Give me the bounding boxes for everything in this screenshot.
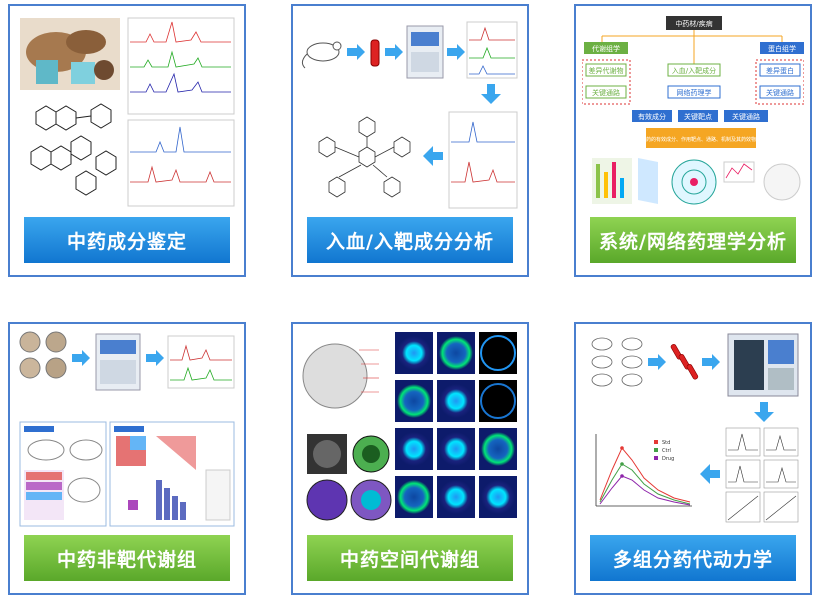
mouse-icon	[301, 41, 342, 69]
bottom-row-label: 有效成分	[638, 112, 666, 121]
summary-label: 揭示中药的有效成分、作用靶点、通路、机制及其药效物质基础	[631, 136, 771, 143]
card-title: 中药成分鉴定	[24, 217, 230, 263]
card-title: 系统/网络药理学分析	[590, 217, 796, 263]
card-illustration	[16, 330, 238, 530]
pk-curve-chart: Std Ctrl Drug	[595, 434, 692, 507]
card-title: 中药非靶代谢组	[24, 535, 230, 581]
mass-spectrometer-icon	[727, 333, 799, 397]
card-title: 入血/入靶成分分析	[307, 217, 513, 263]
summary-box	[646, 128, 756, 148]
arrow-icon	[754, 402, 774, 422]
optical-image	[306, 479, 348, 521]
card-network-pharmacology-analysis[interactable]: 中药材/疾病 代谢组学 差异代谢物 关键通路 入血/入靶成分 网络药理学 蛋白组…	[574, 4, 812, 277]
arrow-icon	[447, 44, 465, 60]
left-col-label: 关键通路	[592, 88, 620, 97]
chromatogram-grid	[725, 427, 799, 523]
arrow-icon	[481, 84, 501, 104]
card-spatial-metabolomics[interactable]: 中药空间代谢组	[291, 322, 529, 595]
pk-legend-label: Std	[662, 440, 670, 446]
arrow-icon	[648, 354, 666, 370]
mid-col-label: 网络药理学	[677, 88, 712, 97]
arrow-icon	[146, 350, 164, 366]
network-top-label: 中药材/疾病	[675, 19, 712, 28]
right-col-label: 差异蛋白	[766, 66, 794, 75]
chromatograms	[127, 17, 235, 207]
right-col-label: 蛋白组学	[768, 44, 796, 53]
pk-legend-label: Drug	[662, 456, 674, 462]
arrow-icon	[385, 44, 403, 60]
arrow-icon	[423, 146, 443, 166]
card-title: 中药空间代谢组	[307, 535, 513, 581]
card-illustration	[16, 12, 238, 212]
mass-spectrometer-icon	[95, 333, 141, 391]
card-illustration: 中药材/疾病 代谢组学 差异代谢物 关键通路 入血/入靶成分 网络药理学 蛋白组…	[582, 12, 804, 212]
card-illustration: Std Ctrl Drug	[582, 330, 804, 530]
pk-legend-label: Ctrl	[662, 448, 671, 454]
card-illustration	[299, 330, 521, 530]
blood-vial-icon	[370, 39, 380, 67]
blood-vial-icon	[670, 344, 699, 380]
ms-imaging-heatmaps	[395, 332, 517, 518]
arrow-icon	[700, 464, 720, 484]
arrow-icon	[72, 350, 90, 366]
mid-col-label: 入血/入靶成分	[672, 66, 716, 75]
left-col-label: 代谢组学	[592, 44, 620, 53]
arrow-icon	[702, 354, 720, 370]
card-illustration	[299, 12, 521, 212]
card-multi-component-pharmacokinetics[interactable]: Std Ctrl Drug 多组分药代动力学	[574, 322, 812, 595]
chemical-structures	[30, 103, 117, 196]
card-untargeted-metabolomics[interactable]: 中药非靶代谢组	[8, 322, 246, 595]
bottom-row-label: 关键靶点	[684, 112, 712, 121]
mouse-icon	[591, 337, 643, 387]
card-tcm-component-identification[interactable]: 中药成分鉴定	[8, 4, 246, 277]
network-top-box	[666, 16, 722, 30]
card-title: 多组分药代动力学	[590, 535, 796, 581]
network-illustrations	[592, 158, 801, 205]
left-col-label: 差异代谢物	[589, 66, 624, 75]
right-col-label: 关键通路	[766, 88, 794, 97]
card-blood-target-component-analysis[interactable]: 入血/入靶成分分析	[291, 4, 529, 277]
mass-spectrometer-icon	[406, 25, 444, 79]
tissue-section	[302, 343, 368, 409]
arrow-icon	[347, 44, 365, 60]
sample-dishes	[19, 331, 67, 379]
bottom-row-label: 关键通路	[732, 112, 760, 121]
metabolism-network	[318, 116, 411, 198]
analysis-panels	[19, 421, 235, 527]
